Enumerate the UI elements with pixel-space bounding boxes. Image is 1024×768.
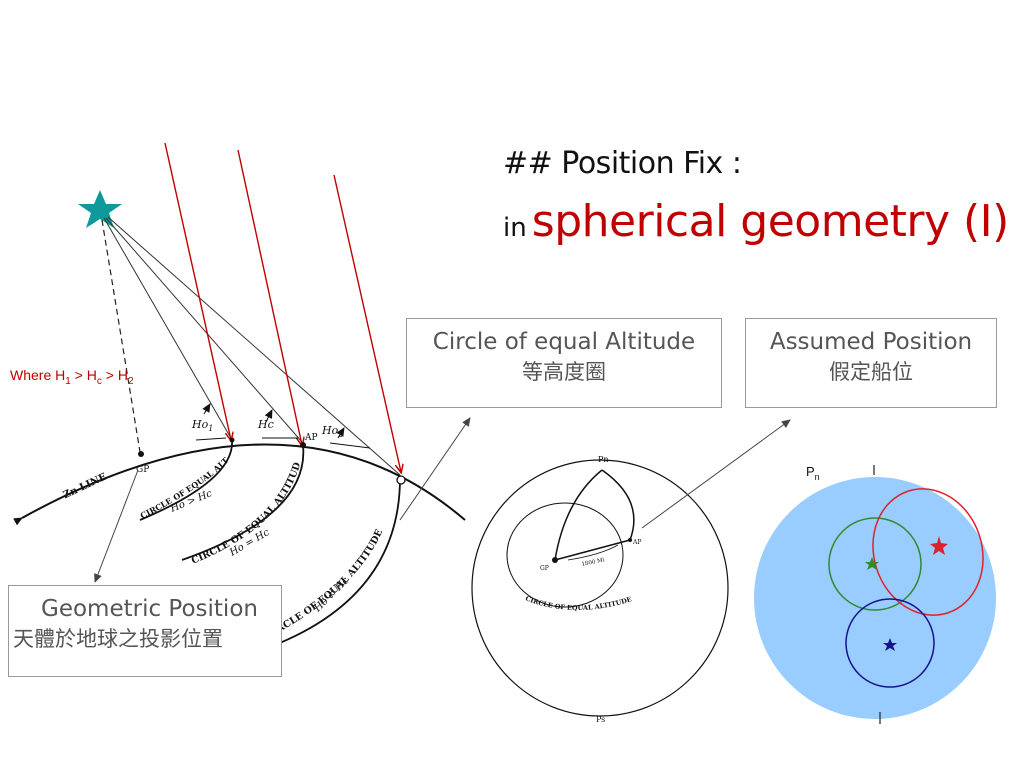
title-in-word: in: [503, 213, 527, 243]
ho2-tick: [329, 442, 371, 449]
ap-point-mid: [628, 538, 632, 542]
pn-label-mid: Pn: [598, 455, 609, 464]
ho1-arrow: [202, 403, 211, 415]
geometric-position-zh: 天體於地球之投影位置: [13, 627, 223, 651]
circle-equal-altitude-zh: 等高度圈: [522, 360, 606, 384]
hc-label: Hc: [257, 418, 274, 431]
dist-arc: [567, 544, 619, 561]
circle-equal-altitude-box: Circle of equal Altitude 等高度圈: [406, 318, 722, 408]
gp-ap-line: [554, 539, 631, 561]
meridian-pn-ap: [601, 469, 635, 541]
navy-star-icon: [883, 638, 897, 651]
assumed-position-zh: 假定船位: [829, 360, 913, 384]
hc-arrow: [264, 409, 273, 423]
pn-label-right: Pn: [806, 464, 820, 482]
ap-label: AP: [304, 433, 318, 443]
ho2-arrow: [336, 427, 345, 439]
point-3: [396, 475, 406, 485]
pointer-geo-box: [94, 469, 139, 583]
gp-label-mid: GP: [540, 565, 549, 572]
pointer-assumed-box: [641, 419, 791, 529]
zn-line-label: Zn LINE: [62, 471, 109, 501]
ho2-label: Ho2: [321, 424, 343, 439]
ho1-label: Ho1: [191, 418, 213, 433]
circle3-rel-label: Ho < Hc: [312, 575, 352, 615]
star-sight-line-1: [103, 217, 233, 441]
gp-point-mid: [552, 557, 558, 563]
celestial-body-star-icon: [78, 190, 122, 228]
star-sight-line-3: [107, 216, 401, 476]
ap-label-mid: AP: [632, 539, 641, 546]
red-ray-2: [237, 149, 302, 445]
gp-point: [138, 451, 144, 457]
circle-equal-altitude-mid: [506, 502, 624, 608]
altitude-condition-label: Where H1 > Hc > H2: [10, 367, 134, 387]
ps-label-mid: Ps: [596, 715, 605, 724]
right-figure: Pn: [754, 464, 996, 724]
circle3-title-label: CIRCLE OF EQUAL ALTITUDE: [264, 528, 385, 641]
circle-equal-altitude-2: [181, 444, 305, 561]
left-figure: Zn LINE GP AP Ho1 Hc Ho2 CIRCLE OF EQUAL…: [0, 0, 471, 651]
green-star-icon: [865, 557, 879, 570]
slide-title-line1: ## Position Fix :: [503, 146, 742, 181]
circle-equal-altitude-1: [139, 439, 233, 521]
slide-title-line2: in spherical geometry (I): [503, 196, 1009, 247]
circle-equal-altitude-3: [261, 477, 401, 651]
red-circle: [872, 488, 984, 616]
title-spherical-geometry: spherical geometry (I): [531, 196, 1010, 247]
green-circle: [828, 517, 922, 611]
assumed-position-box: Assumed Position 假定船位: [745, 318, 997, 408]
sky-sphere: [754, 477, 996, 719]
navy-circle: [845, 598, 935, 688]
circle1-title-label: CIRCLE OF EQUAL ALTITUDE: [0, 0, 230, 521]
red-star-icon: [930, 536, 948, 555]
assumed-position-en: Assumed Position: [769, 329, 973, 355]
geometric-position-box: Geometric Position 天體於地球之投影位置: [8, 585, 282, 677]
gp-label: GP: [136, 465, 149, 475]
earth-surface-arc: [13, 443, 466, 526]
star-sight-line-2: [105, 217, 303, 443]
meridian-pn-gp: [554, 469, 603, 561]
ho1-tick: [195, 437, 227, 441]
red-ray-1: [164, 142, 231, 440]
dist-label-mid: 1800 Mi: [581, 557, 605, 568]
star-to-gp-dashed-line: [101, 219, 141, 453]
geometric-position-en: Geometric Position: [41, 596, 258, 622]
middle-figure: Pn Ps AP GP 1800 Mi CIRCLE OF EQUAL ALTI…: [471, 419, 791, 724]
earth-sphere-outline: [471, 459, 729, 717]
pointer-circle-box: [399, 417, 471, 521]
point-1: [229, 437, 235, 443]
circle2-title-label: CIRCLE OF EQUAL ALTITUDE: [0, 0, 303, 567]
red-ray-3: [333, 174, 401, 472]
circle-equal-altitude-en: Circle of equal Altitude: [432, 329, 696, 355]
ap-point: [300, 442, 306, 448]
